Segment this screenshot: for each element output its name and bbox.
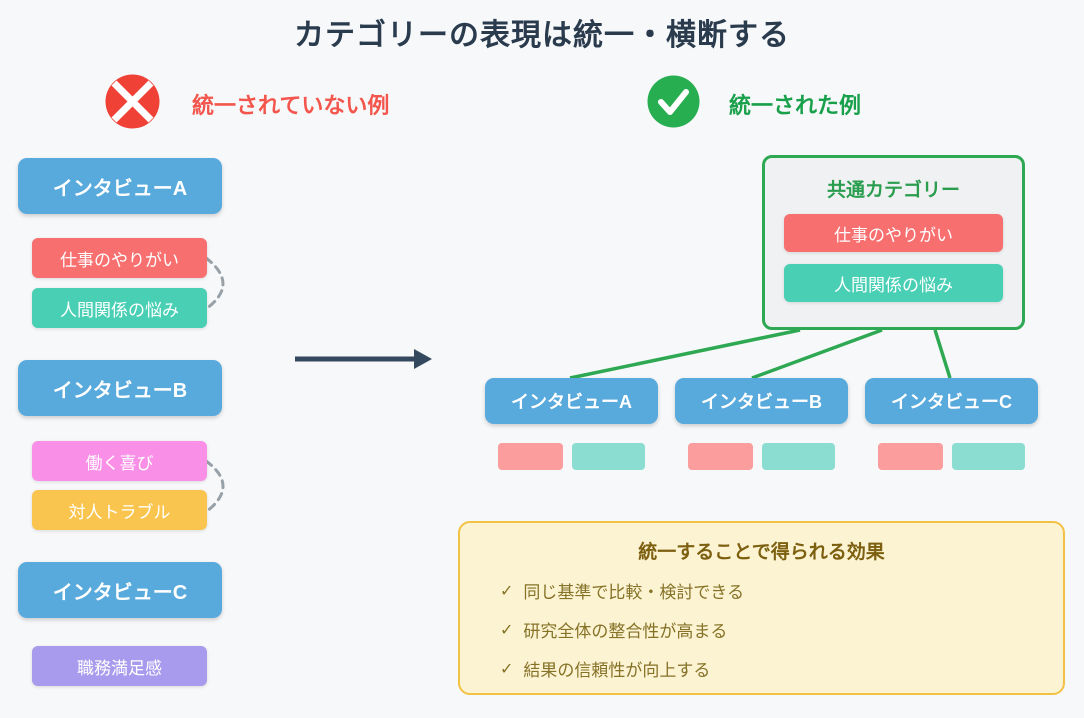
category-chip: 仕事のやりがい [32,238,207,278]
effect-item: ✓ 結果の信頼性が向上する [500,656,1063,681]
check-circle-icon [647,75,700,128]
unified-interview-c-box: インタビューC [865,378,1038,424]
teal-category-tag [952,443,1025,470]
effect-item: ✓ 同じ基準で比較・検討できる [500,578,1063,603]
bad-example-header: 統一されていない例 [192,93,390,118]
teal-category-tag [572,443,645,470]
effect-item: ✓ 研究全体の整合性が高まる [500,617,1063,642]
effect-item-label: 同じ基準で比較・検討できる [523,583,745,602]
transform-arrow-head [414,349,432,369]
dashed-arc-connector-b [204,459,225,514]
effect-item-label: 結果の信頼性が向上する [523,661,711,680]
page-title: カテゴリーの表現は統一・横断する [294,19,790,52]
common-category-box: 共通カテゴリー 仕事のやりがい 人間関係の悩み [762,155,1025,330]
good-example-header: 統一された例 [729,93,862,118]
red-category-tag [688,443,753,470]
red-category-tag [878,443,943,470]
interview-c-box: インタビューC [18,562,222,618]
link-common-to-interview-b [751,328,883,380]
interview-a-box: インタビューA [18,158,222,214]
unified-interview-b-box: インタビューB [675,378,848,424]
check-icon: ✓ [500,660,514,678]
category-chip: 働く喜び [32,441,207,481]
common-category-chip: 人間関係の悩み [784,264,1003,302]
teal-category-tag [762,443,835,470]
link-common-to-interview-c [933,329,952,379]
interview-b-box: インタビューB [18,360,222,416]
x-circle-icon [105,74,160,129]
category-chip: 対人トラブル [32,490,207,530]
category-chip: 人間関係の悩み [32,288,207,328]
common-category-title: 共通カテゴリー [826,180,960,201]
unified-interview-a-box: インタビューA [485,378,658,424]
check-icon: ✓ [500,582,514,600]
effect-item-label: 研究全体の整合性が高まる [523,622,728,641]
red-category-tag [498,443,563,470]
category-chip: 職務満足感 [32,646,207,686]
check-icon: ✓ [500,621,514,639]
dashed-arc-connector-a [204,256,225,311]
link-common-to-interview-a [569,328,801,380]
common-category-chip: 仕事のやりがい [784,214,1003,252]
effects-box-title: 統一することで得られる効果 [638,542,885,563]
effects-box: 統一することで得られる効果 ✓ 同じ基準で比較・検討できる ✓ 研究全体の整合性… [458,521,1065,695]
